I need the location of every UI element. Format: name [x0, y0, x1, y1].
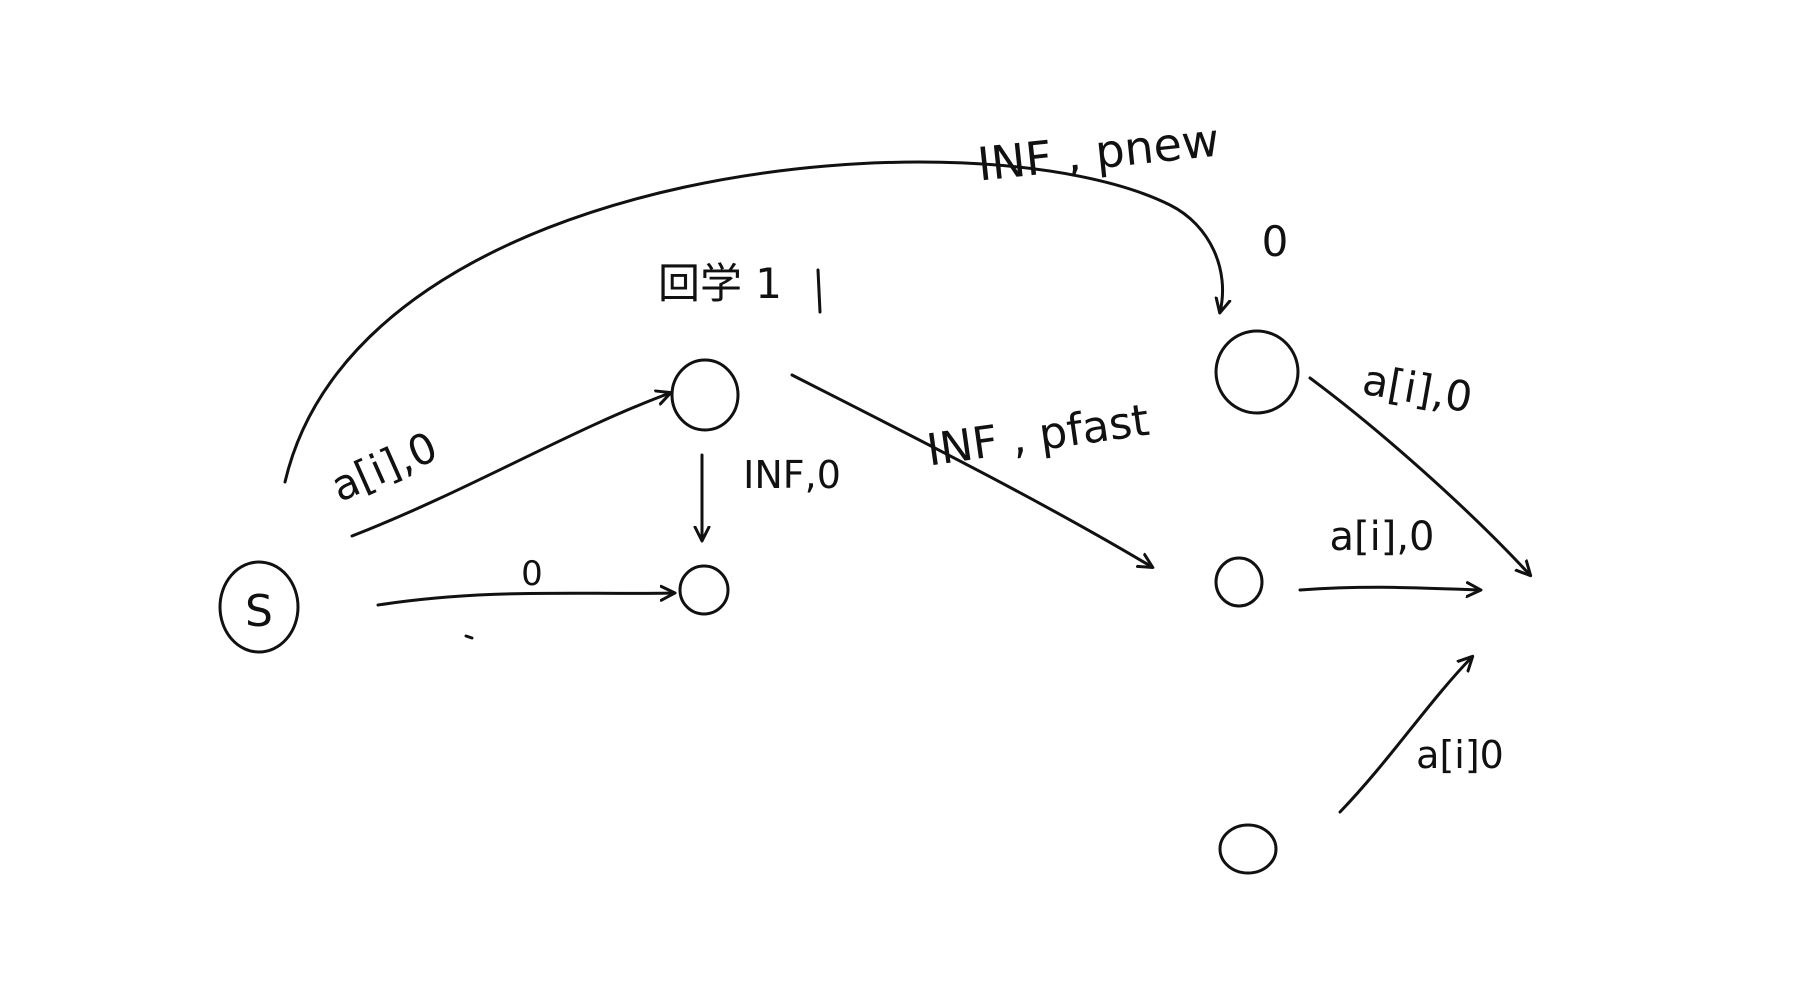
source-node-label: S	[245, 586, 273, 637]
right-bottom-node	[1218, 823, 1278, 875]
middle-top-node	[670, 358, 740, 432]
top-right-node-value: 0	[1262, 217, 1289, 266]
right-bottom-edge-label: a[i]0	[1416, 733, 1504, 777]
middle-to-right-label: INF , pfast	[924, 395, 1153, 477]
ink-mark	[816, 268, 822, 314]
right-bottom-to-sink-edge	[1338, 657, 1472, 814]
right-middle-to-sink-edge	[1298, 587, 1480, 590]
source-node: S	[218, 560, 300, 654]
middle-bottom-node	[678, 564, 730, 616]
top-arc-edge	[283, 160, 1223, 484]
ink-mark-small	[464, 634, 474, 640]
source-to-middle-bottom-edge	[376, 593, 674, 607]
source-to-middle-bottom-label: 0	[521, 554, 543, 594]
right-middle-node	[1214, 556, 1264, 608]
middle-vertical-label: INF,0	[743, 453, 841, 497]
middle-top-node-label: 回学 1	[658, 259, 782, 308]
source-to-middle-top-label: a[i],0	[324, 422, 445, 512]
right-middle-edge-label: a[i],0	[1330, 514, 1435, 560]
middle-top-to-right-middle-edge	[790, 373, 1152, 567]
source-to-middle-top-edge	[350, 393, 670, 538]
right-top-to-sink-edge	[1308, 376, 1530, 575]
right-top-node	[1214, 329, 1300, 415]
right-top-edge-label: a[i],0	[1359, 355, 1476, 422]
